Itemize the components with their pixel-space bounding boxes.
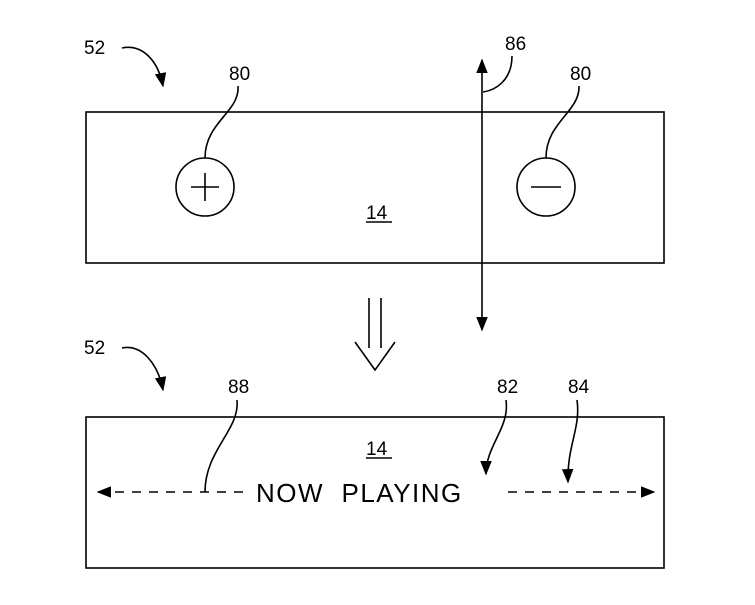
scroll-axis-ref-label: 86	[505, 34, 526, 55]
text-ref-label: 82	[497, 377, 518, 398]
dash-ref-leader	[561, 399, 579, 484]
dash-ref-label: 84	[568, 377, 590, 398]
now-playing-text: NOW PLAYING	[256, 478, 463, 508]
top-screen-ref-label: 14	[366, 203, 388, 224]
plus-button-ref-leader	[204, 85, 239, 159]
top-panel-ref-leader	[121, 46, 167, 88]
track-ref-label: 88	[228, 377, 249, 398]
top-panel: 52 80 80 14 86	[84, 34, 665, 332]
minus-button-ref-label: 80	[570, 64, 591, 85]
top-display-screen	[85, 111, 665, 264]
plus-icon	[191, 173, 219, 201]
text-ref-leader	[480, 399, 508, 476]
top-panel-ref-label: 52	[84, 38, 105, 59]
double-arrow-down-icon	[354, 298, 396, 372]
plus-button-ref-label: 80	[229, 64, 250, 85]
track-ref-leader	[204, 399, 238, 493]
bottom-panel-ref-leader	[121, 346, 167, 392]
bottom-screen-ref-label: 14	[366, 439, 388, 460]
bottom-panel-ref-label: 52	[84, 338, 105, 359]
scroll-axis-ref-leader	[482, 55, 513, 93]
bottom-panel: 52 14 NOW PLAYING 88 82 84	[84, 338, 665, 569]
minus-button-ref-leader	[545, 85, 580, 159]
